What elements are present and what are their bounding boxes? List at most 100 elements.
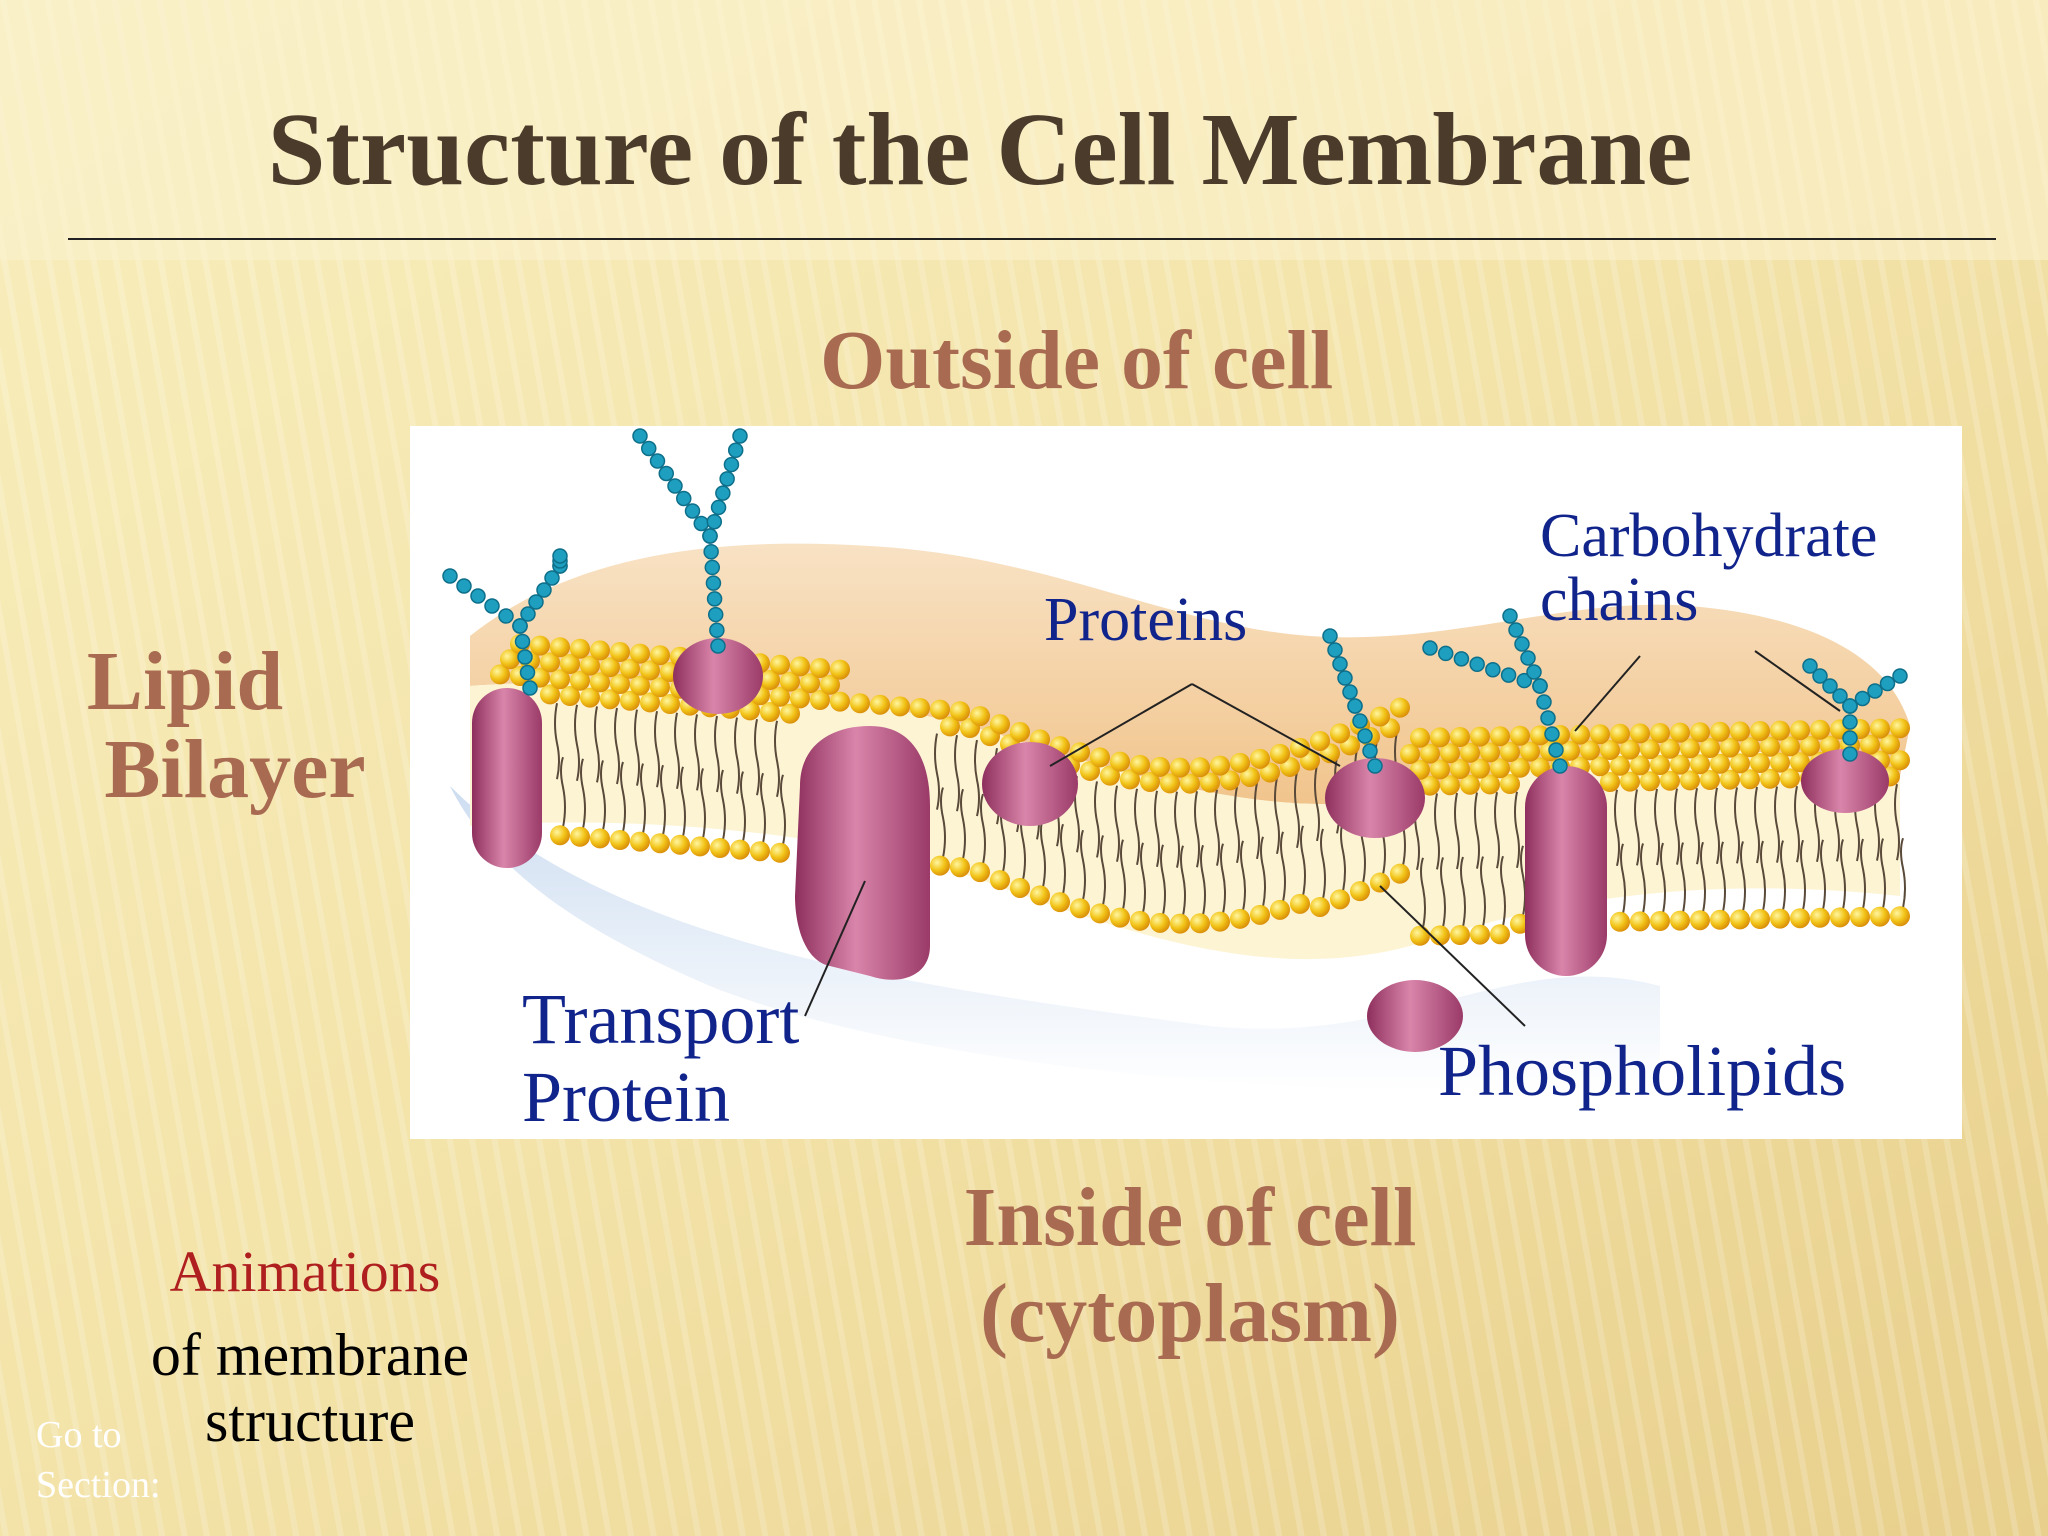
sugar-bead bbox=[517, 649, 533, 665]
phospholipid-head bbox=[660, 694, 680, 714]
peripheral-protein-bottom bbox=[1367, 980, 1463, 1052]
phospholipid-head bbox=[1730, 753, 1750, 774]
carbohydrate-line1: Carbohydrate bbox=[1540, 502, 1878, 570]
sugar-bead bbox=[1812, 668, 1828, 684]
phospholipid-head bbox=[1660, 738, 1680, 759]
phospholipid-head bbox=[1500, 774, 1520, 794]
phospholipid-head bbox=[1890, 906, 1910, 927]
phospholipid-head bbox=[560, 686, 580, 706]
phospholipid-head bbox=[1440, 743, 1460, 764]
sugar-bead bbox=[704, 559, 721, 576]
sugar-bead bbox=[522, 680, 538, 696]
phospholipid-head bbox=[670, 834, 690, 855]
phospholipid-head bbox=[570, 638, 590, 659]
sugar-bead bbox=[1842, 746, 1858, 762]
phospholipid-head bbox=[780, 671, 800, 692]
phospholipid-head bbox=[590, 828, 610, 849]
phospholipid-head bbox=[1590, 724, 1610, 745]
phospholipid-head bbox=[1880, 734, 1900, 755]
transport-line1: Transport bbox=[522, 979, 800, 1059]
sugar-bead bbox=[658, 465, 674, 482]
sugar-bead bbox=[676, 490, 692, 507]
phospholipid-head bbox=[1170, 913, 1190, 934]
animations-link[interactable]: Animations bbox=[169, 1239, 441, 1304]
phospholipid-head bbox=[1310, 730, 1330, 751]
go-to-section-link[interactable]: Go to Section: bbox=[36, 1410, 161, 1510]
phospholipid-head bbox=[550, 825, 570, 846]
phospholipid-head bbox=[1210, 911, 1230, 932]
sugar-bead bbox=[706, 591, 723, 607]
inside-line1: Inside of cell bbox=[963, 1171, 1417, 1264]
phospholipid-head bbox=[1890, 718, 1910, 739]
phospholipid-head bbox=[1890, 750, 1910, 771]
phospholipid-head bbox=[540, 684, 560, 705]
phospholipid-head bbox=[810, 690, 830, 710]
phospholipid-head bbox=[1090, 903, 1110, 924]
sugar-bead bbox=[632, 428, 648, 444]
transport-protein-label: Transport Protein bbox=[522, 980, 799, 1136]
phospholipid-head bbox=[1470, 924, 1490, 945]
sugar-bead bbox=[684, 503, 701, 519]
sugar-bead bbox=[1485, 661, 1501, 678]
phospholipid-head bbox=[1600, 740, 1620, 760]
phospholipid-head bbox=[1120, 769, 1140, 790]
phospholipid-head bbox=[1610, 911, 1630, 932]
phospholipid-head bbox=[490, 664, 510, 685]
sugar-bead bbox=[512, 618, 528, 634]
peripheral-protein-top bbox=[673, 638, 763, 714]
goto-line1: Go to bbox=[36, 1414, 122, 1456]
phospholipid-head bbox=[1770, 752, 1790, 773]
phospholipid-head bbox=[590, 640, 610, 661]
callout-lines bbox=[804, 650, 1841, 1027]
phospholipid-head bbox=[1270, 899, 1290, 920]
sugar-bead bbox=[1514, 636, 1530, 652]
phospholipid-head bbox=[1520, 741, 1540, 762]
phospholipid-head bbox=[1740, 737, 1760, 758]
phospholipid-head bbox=[650, 677, 670, 698]
sugar-bead bbox=[1422, 640, 1438, 656]
sugar-bead bbox=[1347, 698, 1363, 714]
sugar-bead bbox=[1842, 730, 1858, 746]
surface-protein-middle bbox=[1325, 758, 1425, 838]
sugar-bead bbox=[710, 638, 726, 654]
phospholipid-head bbox=[950, 701, 970, 722]
phospholipid-head bbox=[1510, 725, 1530, 746]
phospholipid-head bbox=[990, 870, 1010, 891]
phospholipid-head bbox=[610, 642, 630, 662]
phospholipid-head bbox=[1110, 907, 1130, 928]
phospholipid-head bbox=[590, 672, 610, 693]
phospholipid-head bbox=[1230, 752, 1250, 773]
sugar-bead bbox=[1357, 728, 1373, 744]
sugar-bead bbox=[1544, 726, 1560, 742]
phospholipid-head bbox=[1610, 755, 1630, 776]
phospholipid-head bbox=[1620, 771, 1640, 792]
phospholipid-head bbox=[1070, 742, 1090, 763]
sugar-bead bbox=[1437, 645, 1454, 662]
sugar-bead bbox=[1842, 714, 1858, 730]
phospholipid-head bbox=[1490, 726, 1510, 747]
phospholipid-head bbox=[1350, 881, 1370, 902]
phospholipid-head bbox=[580, 655, 600, 676]
sugar-bead bbox=[470, 588, 486, 604]
sugar-bead bbox=[442, 568, 458, 584]
sugar-bead bbox=[1337, 670, 1353, 686]
phospholipid-head bbox=[1090, 747, 1110, 768]
phospholipid-head bbox=[1700, 770, 1720, 790]
phospholipid-head bbox=[1700, 738, 1720, 758]
sugar-bead bbox=[1822, 678, 1838, 694]
phospholipid-head bbox=[1790, 908, 1810, 929]
lipid-bilayer-line1: Lipid bbox=[86, 635, 284, 728]
phospholipid-head bbox=[1330, 723, 1350, 744]
phospholipid-head bbox=[1750, 753, 1770, 773]
phospholipid-head bbox=[1750, 721, 1770, 741]
phospholipid-head bbox=[830, 691, 850, 712]
phospholipid-head bbox=[1740, 769, 1760, 790]
phospholipid-head bbox=[570, 670, 590, 691]
phospholipid-head bbox=[1560, 740, 1580, 761]
sugar-bead bbox=[715, 485, 731, 501]
phospholipid-head bbox=[630, 831, 650, 852]
channel-protein-left bbox=[472, 688, 542, 868]
sugar-bead bbox=[641, 440, 657, 457]
phospholipid-head bbox=[1810, 907, 1830, 928]
phospholipid-head bbox=[1190, 757, 1210, 778]
